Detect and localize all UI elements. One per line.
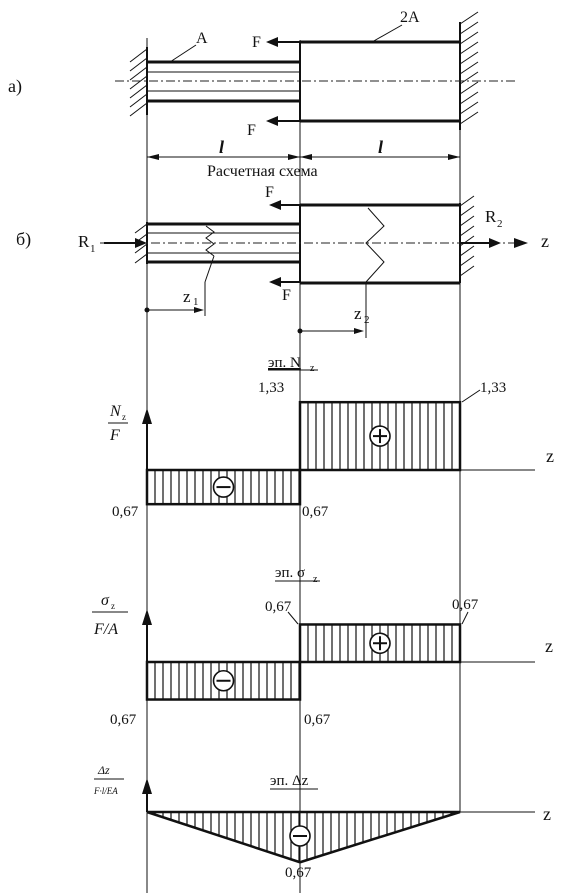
diagram-dz-minus-sign bbox=[289, 825, 311, 847]
force-b-bottom-arrowhead bbox=[269, 277, 281, 287]
force-b-bottom-label: F bbox=[282, 287, 291, 304]
diagram-n: эп. N z N z F z 0,67 0,67 1,33 1,33 bbox=[108, 355, 554, 520]
diagram-sigma-leader-mid bbox=[287, 611, 299, 625]
scheme-a-label: а) bbox=[8, 76, 22, 97]
coord-z2-sub: 2 bbox=[364, 314, 370, 326]
force-bottom-label: F bbox=[247, 122, 256, 139]
diagram-sigma-ylabel-num-sub: z bbox=[111, 601, 115, 611]
diagram-n-ylabel-num-sub: z bbox=[122, 412, 126, 422]
diagram-sigma-minus-sign bbox=[212, 669, 235, 692]
scheme-a: а) F bbox=[8, 9, 515, 180]
diagram-n-segment-1 bbox=[145, 468, 302, 506]
area-2a-leader bbox=[371, 24, 403, 43]
diagram-sigma-value-left-bottom: 0,67 bbox=[110, 712, 137, 728]
section-cut-2 bbox=[365, 207, 385, 283]
diagram-sigma-title: эп. σ bbox=[275, 565, 305, 581]
area-a-leader bbox=[169, 44, 197, 63]
diagram-n-ylabel-num: N bbox=[109, 403, 122, 420]
diagram-sigma-yaxis-arrow bbox=[142, 609, 152, 625]
right-wall-hatch bbox=[459, 11, 479, 125]
dim-arrow-4 bbox=[448, 154, 460, 160]
dim-arrow-3 bbox=[300, 154, 312, 160]
diagram-sigma-value-mid-top: 0,67 bbox=[265, 599, 292, 615]
diagram-sigma-axis-label: z bbox=[545, 636, 553, 656]
axis-arrowhead bbox=[514, 238, 528, 248]
coord-z2-arrowhead bbox=[354, 328, 364, 334]
reaction-right-sub: 2 bbox=[497, 218, 503, 230]
diagram-dz-axis-label: z bbox=[543, 804, 551, 824]
diagram-n-value-mid-bottom: 0,67 bbox=[302, 504, 329, 520]
scheme-b: б) z R 1 R 2 bbox=[16, 184, 549, 338]
area-a-label: A bbox=[196, 30, 208, 47]
reaction-right-label: R bbox=[485, 207, 497, 226]
coord-z1-arrowhead bbox=[194, 307, 204, 313]
section-cut-1 bbox=[205, 225, 215, 257]
diagram-n-leader-right bbox=[461, 389, 481, 403]
diagram-n-plot bbox=[145, 400, 462, 506]
force-b-top-label: F bbox=[265, 184, 274, 201]
dim-arrow-1 bbox=[147, 154, 159, 160]
diagram-n-ylabel-den: F bbox=[109, 427, 120, 444]
force-b-top-arrowhead bbox=[269, 200, 281, 210]
diagram-dz-ylabel-num: Δz bbox=[97, 763, 110, 777]
right-wall-b-hatch bbox=[459, 195, 475, 277]
left-wall-hatch bbox=[129, 48, 148, 117]
diagram-sigma-plus-sign bbox=[369, 632, 391, 655]
diagram-sigma-title-sub: z bbox=[313, 574, 318, 585]
diagram-n-minus-sign bbox=[212, 476, 235, 498]
scheme-caption: Расчетная схема bbox=[207, 163, 318, 180]
reaction-left-label: R bbox=[78, 232, 90, 251]
area-2a-label: 2A bbox=[400, 9, 420, 26]
diagram-n-axis-label: z bbox=[546, 446, 554, 466]
reaction-right-arrowhead bbox=[489, 238, 501, 248]
diagram-n-title: эп. N bbox=[268, 355, 301, 371]
diagram-sigma-ylabel-den: F/A bbox=[93, 621, 118, 638]
diagram-dz-ylabel-den: F·l/EA bbox=[93, 786, 118, 796]
diagram-sigma-ylabel-num: σ bbox=[101, 592, 110, 609]
scheme-b-label: б) bbox=[16, 229, 31, 250]
force-bottom-arrowhead bbox=[266, 116, 278, 126]
reaction-left-arrowhead bbox=[135, 238, 147, 248]
coord-z2-label: z bbox=[354, 304, 362, 323]
coord-z1-leader bbox=[204, 255, 215, 283]
diagram-n-yaxis-arrow bbox=[142, 408, 152, 424]
diagram-sigma-value-mid-bottom: 0,67 bbox=[304, 712, 331, 728]
force-top-label: F bbox=[252, 34, 261, 51]
reaction-left-sub: 1 bbox=[90, 243, 96, 255]
diagram-sigma-plot bbox=[145, 623, 462, 701]
scheme-b-axis-label: z bbox=[541, 231, 549, 251]
coord-z1-label: z bbox=[183, 287, 191, 306]
diagram-dz-yaxis-arrow bbox=[142, 778, 152, 794]
diagram-n-value-left-bottom: 0,67 bbox=[112, 504, 139, 520]
coord-z1-sub: 1 bbox=[193, 296, 199, 308]
diagram-n-value-right-top: 1,33 bbox=[480, 380, 506, 396]
diagram-sigma-segment-1 bbox=[145, 660, 302, 701]
diagram-dz: эп. Δz Δz F·l/EA z 0,67 bbox=[93, 763, 551, 881]
diagram-n-value-mid-top: 1,33 bbox=[258, 380, 284, 396]
diagram-dz-value-min: 0,67 bbox=[285, 865, 312, 881]
diagram-dz-title: эп. Δz bbox=[270, 773, 309, 789]
length-left-label: l bbox=[219, 137, 224, 157]
force-top-arrowhead bbox=[266, 37, 278, 47]
dim-arrow-2 bbox=[288, 154, 300, 160]
diagram-dz-plot bbox=[146, 810, 461, 864]
diagram-sigma-value-right-top: 0,67 bbox=[452, 597, 479, 613]
diagram-sigma: эп. σ z σ z F/A z 0,67 0,67 0,67 0,67 bbox=[92, 565, 553, 728]
diagram-n-title-sub: z bbox=[310, 363, 315, 374]
diagram-sigma-leader-right bbox=[461, 611, 469, 625]
length-right-label: l bbox=[378, 137, 383, 157]
diagram-n-plus-sign bbox=[369, 425, 391, 447]
diagram-dz-triangle bbox=[146, 810, 461, 864]
